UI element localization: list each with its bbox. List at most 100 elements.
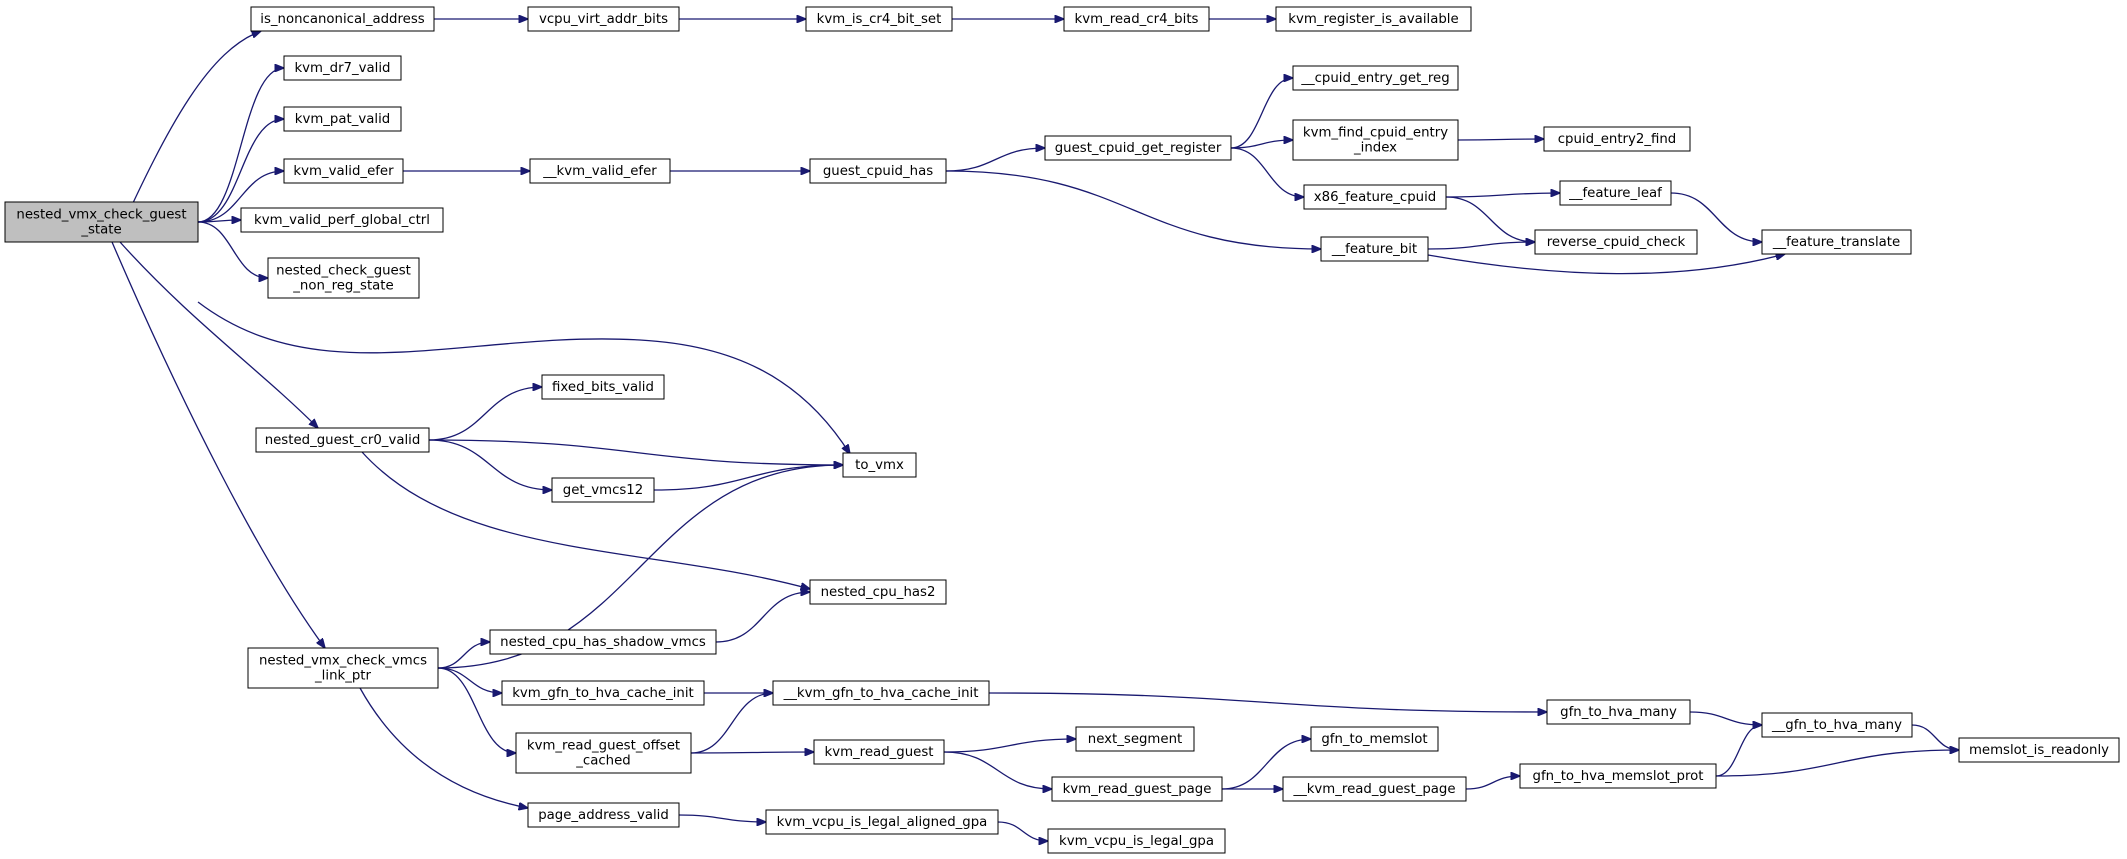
node-box[interactable] bbox=[255, 427, 430, 453]
node-box[interactable] bbox=[247, 647, 439, 689]
node-gfn-to-memslot[interactable]: gfn_to_memslot bbox=[1310, 726, 1439, 752]
node-to-vmx[interactable]: to_vmx bbox=[842, 452, 917, 478]
node-label: guest_cpuid_has bbox=[823, 164, 933, 179]
node-kvm-valid-perf-global-ctrl[interactable]: kvm_valid_perf_global_ctrl bbox=[240, 207, 444, 233]
node-box[interactable] bbox=[1546, 699, 1691, 725]
node-box[interactable] bbox=[4, 201, 199, 243]
node-box[interactable] bbox=[772, 680, 990, 706]
node-box[interactable] bbox=[842, 452, 917, 478]
node-root[interactable]: nested_vmx_check_guest_state bbox=[4, 201, 199, 243]
node-box[interactable] bbox=[813, 739, 945, 765]
node-box[interactable] bbox=[1534, 229, 1698, 255]
node-box[interactable] bbox=[1044, 135, 1232, 161]
node-gfn-to-hva-memslot-prot[interactable]: gfn_to_hva_memslot_prot bbox=[1519, 763, 1717, 789]
node-box[interactable] bbox=[283, 55, 402, 81]
node-nested-guest-cr0-valid[interactable]: nested_guest_cr0_valid bbox=[255, 427, 430, 453]
node-box[interactable] bbox=[240, 207, 444, 233]
node-box[interactable] bbox=[1519, 763, 1717, 789]
node-box[interactable] bbox=[809, 158, 947, 184]
node-kvm-gfn-to-hva-cache-init[interactable]: kvm_gfn_to_hva_cache_init bbox=[501, 680, 705, 706]
node-reverse-cpuid-check[interactable]: reverse_cpuid_check bbox=[1534, 229, 1698, 255]
node-box[interactable] bbox=[1320, 236, 1429, 262]
node-box[interactable] bbox=[1063, 6, 1210, 32]
node-box[interactable] bbox=[529, 158, 671, 184]
node-box[interactable] bbox=[1047, 828, 1226, 854]
node-box[interactable] bbox=[250, 6, 435, 32]
node-kvm-gfn-to-hva-cache-init[interactable]: __kvm_gfn_to_hva_cache_init bbox=[772, 680, 990, 706]
node-label: x86_feature_cpuid bbox=[1314, 190, 1436, 205]
node-nested-check-guest-non-reg-state[interactable]: nested_check_guest_non_reg_state bbox=[267, 257, 420, 299]
node-cpuid-entry-get-reg[interactable]: __cpuid_entry_get_reg bbox=[1292, 65, 1459, 91]
node-nested-vmx-check-vmcs-link-ptr[interactable]: nested_vmx_check_vmcs_link_ptr bbox=[247, 647, 439, 689]
node-kvm-register-is-available[interactable]: kvm_register_is_available bbox=[1275, 6, 1472, 32]
edge-nested_vmx_check_vmcs_link_ptr-to-nested_cpu_has_shadow_vmcs bbox=[437, 642, 490, 669]
node-page-address-valid[interactable]: page_address_valid bbox=[527, 802, 680, 828]
node-kvm-pat-valid[interactable]: kvm_pat_valid bbox=[283, 106, 402, 132]
node-kvm-read-cr4-bits[interactable]: kvm_read_cr4_bits bbox=[1063, 6, 1210, 32]
node-box[interactable] bbox=[1075, 726, 1195, 752]
node-kvm-read-guest-page[interactable]: kvm_read_guest_page bbox=[1051, 776, 1223, 802]
node-kvm-is-cr4-bit-set[interactable]: kvm_is_cr4_bit_set bbox=[805, 6, 953, 32]
node-box[interactable] bbox=[283, 106, 402, 132]
node-vcpu-virt-addr-bits[interactable]: vcpu_virt_addr_bits bbox=[527, 6, 680, 32]
node-box[interactable] bbox=[1559, 180, 1672, 206]
edges-layer bbox=[111, 19, 1959, 841]
node-feature-bit[interactable]: __feature_bit bbox=[1320, 236, 1429, 262]
node-gfn-to-hva-many[interactable]: __gfn_to_hva_many bbox=[1761, 712, 1913, 738]
node-box[interactable] bbox=[267, 257, 420, 299]
node-kvm-valid-efer[interactable]: __kvm_valid_efer bbox=[529, 158, 671, 184]
edge-line bbox=[1427, 242, 1535, 250]
node-kvm-vcpu-is-legal-gpa[interactable]: kvm_vcpu_is_legal_gpa bbox=[1047, 828, 1226, 854]
node-feature-leaf[interactable]: __feature_leaf bbox=[1559, 180, 1672, 206]
node-label: kvm_is_cr4_bit_set bbox=[817, 12, 942, 27]
node-box[interactable] bbox=[1292, 65, 1459, 91]
node-box[interactable] bbox=[283, 158, 404, 184]
node-box[interactable] bbox=[1303, 184, 1447, 210]
node-kvm-read-guest-offset-cached[interactable]: kvm_read_guest_offset_cached bbox=[515, 732, 692, 774]
node-kvm-read-guest[interactable]: kvm_read_guest bbox=[813, 739, 945, 765]
node-label: nested_vmx_check_guest bbox=[16, 208, 186, 223]
node-kvm-dr7-valid[interactable]: kvm_dr7_valid bbox=[283, 55, 402, 81]
node-box[interactable] bbox=[1761, 712, 1913, 738]
node-nested-cpu-has-shadow-vmcs[interactable]: nested_cpu_has_shadow_vmcs bbox=[489, 629, 717, 655]
node-fixed-bits-valid[interactable]: fixed_bits_valid bbox=[541, 374, 665, 400]
node-box[interactable] bbox=[515, 732, 692, 774]
node-box[interactable] bbox=[551, 477, 655, 503]
node-gfn-to-hva-many[interactable]: gfn_to_hva_many bbox=[1546, 699, 1691, 725]
node-label: memslot_is_readonly bbox=[1969, 743, 2109, 758]
node-box[interactable] bbox=[501, 680, 705, 706]
node-next-segment[interactable]: next_segment bbox=[1075, 726, 1195, 752]
node-nested-cpu-has2[interactable]: nested_cpu_has2 bbox=[809, 579, 947, 605]
node-box[interactable] bbox=[1275, 6, 1472, 32]
node-box[interactable] bbox=[809, 579, 947, 605]
node-feature-translate[interactable]: __feature_translate bbox=[1761, 229, 1912, 255]
node-label: nested_vmx_check_vmcs bbox=[259, 654, 427, 669]
node-is-noncanonical-address[interactable]: is_noncanonical_address bbox=[250, 6, 435, 32]
node-guest-cpuid-get-register[interactable]: guest_cpuid_get_register bbox=[1044, 135, 1232, 161]
node-x86-feature-cpuid[interactable]: x86_feature_cpuid bbox=[1303, 184, 1447, 210]
node-box[interactable] bbox=[765, 809, 999, 835]
node-box[interactable] bbox=[527, 802, 680, 828]
node-box[interactable] bbox=[489, 629, 717, 655]
node-kvm-read-guest-page[interactable]: __kvm_read_guest_page bbox=[1282, 776, 1467, 802]
node-kvm-find-cpuid-entry-index[interactable]: kvm_find_cpuid_entry_index bbox=[1292, 119, 1459, 161]
node-box[interactable] bbox=[1282, 776, 1467, 802]
node-guest-cpuid-has[interactable]: guest_cpuid_has bbox=[809, 158, 947, 184]
node-box[interactable] bbox=[527, 6, 680, 32]
node-memslot-is-readonly[interactable]: memslot_is_readonly bbox=[1958, 737, 2120, 763]
node-box[interactable] bbox=[1761, 229, 1912, 255]
node-box[interactable] bbox=[1292, 119, 1459, 161]
node-cpuid-entry2-find[interactable]: cpuid_entry2_find bbox=[1543, 126, 1691, 152]
node-box[interactable] bbox=[805, 6, 953, 32]
node-label: next_segment bbox=[1088, 732, 1182, 747]
node-box[interactable] bbox=[541, 374, 665, 400]
node-box[interactable] bbox=[1958, 737, 2120, 763]
node-box[interactable] bbox=[1051, 776, 1223, 802]
node-box[interactable] bbox=[1310, 726, 1439, 752]
node-box[interactable] bbox=[1543, 126, 1691, 152]
edge-line bbox=[197, 171, 284, 223]
node-kvm-vcpu-is-legal-aligned-gpa[interactable]: kvm_vcpu_is_legal_aligned_gpa bbox=[765, 809, 999, 835]
node-get-vmcs12[interactable]: get_vmcs12 bbox=[551, 477, 655, 503]
node-kvm-valid-efer[interactable]: kvm_valid_efer bbox=[283, 158, 404, 184]
edge-kvm_read_guest_page-to-gfn_to_memslot bbox=[1221, 739, 1311, 790]
